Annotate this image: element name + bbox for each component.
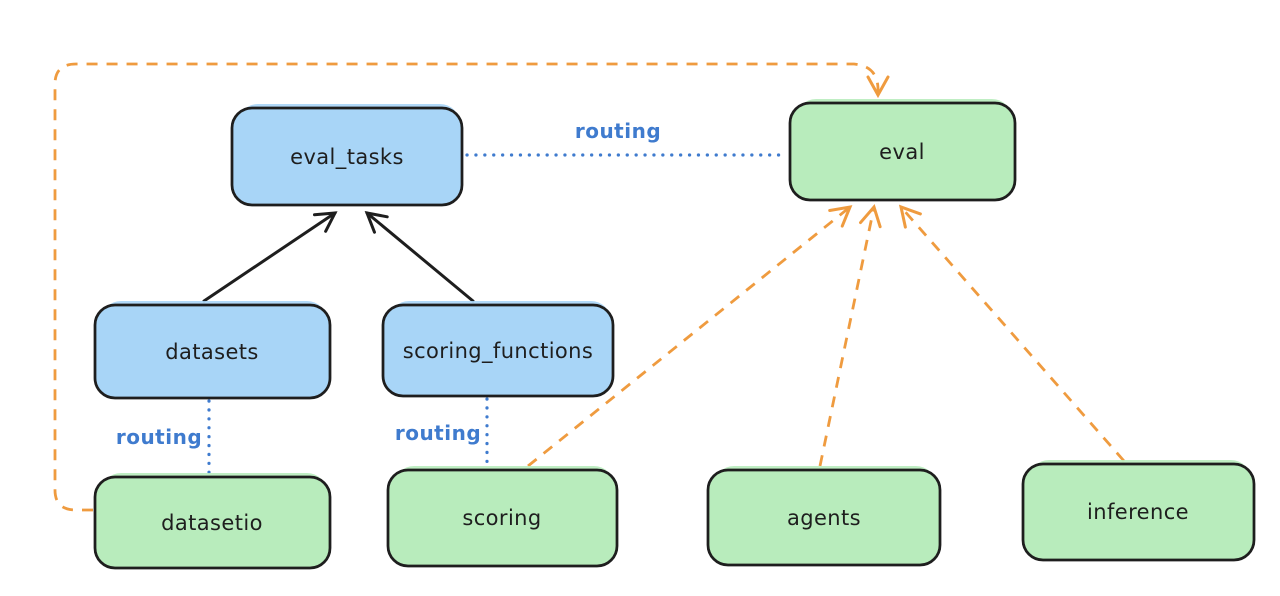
node-datasetio-label: datasetio	[161, 511, 263, 535]
routing-label-scoring-functions-scoring: routing	[395, 421, 481, 445]
node-agents: agents	[706, 466, 942, 567]
edge-agents-to-eval-dashed	[818, 203, 882, 467]
routing-label-datasets-datasetio: routing	[116, 425, 202, 449]
node-scoring-functions-label: scoring_functions	[403, 339, 593, 364]
routing-label-eval-tasks-eval: routing	[575, 119, 661, 143]
node-scoring: scoring	[386, 466, 619, 568]
node-eval-label: eval	[879, 140, 925, 164]
node-inference-label: inference	[1087, 500, 1189, 524]
edge-scoring-to-eval-dashed	[527, 205, 853, 468]
node-scoring-functions-box	[381, 303, 615, 398]
node-eval-box	[788, 101, 1017, 202]
node-agents-box	[706, 468, 942, 567]
node-datasets-box	[93, 303, 332, 400]
node-inference-box	[1021, 462, 1256, 562]
node-datasets: datasets	[93, 301, 332, 400]
edge-datasets-to-eval-tasks-arrow	[202, 211, 338, 303]
node-scoring-label: scoring	[462, 506, 541, 530]
node-eval-tasks-box	[230, 106, 464, 207]
edge-datasetio-to-eval-dashed	[53, 62, 890, 512]
node-datasets-label: datasets	[165, 340, 259, 364]
edge-scoring-functions-to-eval-tasks-arrow	[364, 211, 475, 303]
node-datasetio-box	[93, 475, 332, 570]
node-eval-tasks: eval_tasks	[230, 104, 464, 207]
node-datasetio: datasetio	[93, 473, 332, 570]
edge-inference-to-eval-dashed	[898, 204, 1126, 462]
node-scoring-functions: scoring_functions	[381, 301, 615, 398]
node-agents-label: agents	[787, 506, 861, 530]
node-scoring-box	[386, 468, 619, 568]
node-eval-tasks-label: eval_tasks	[290, 145, 404, 170]
node-inference: inference	[1021, 460, 1256, 562]
node-eval: eval	[788, 99, 1017, 202]
